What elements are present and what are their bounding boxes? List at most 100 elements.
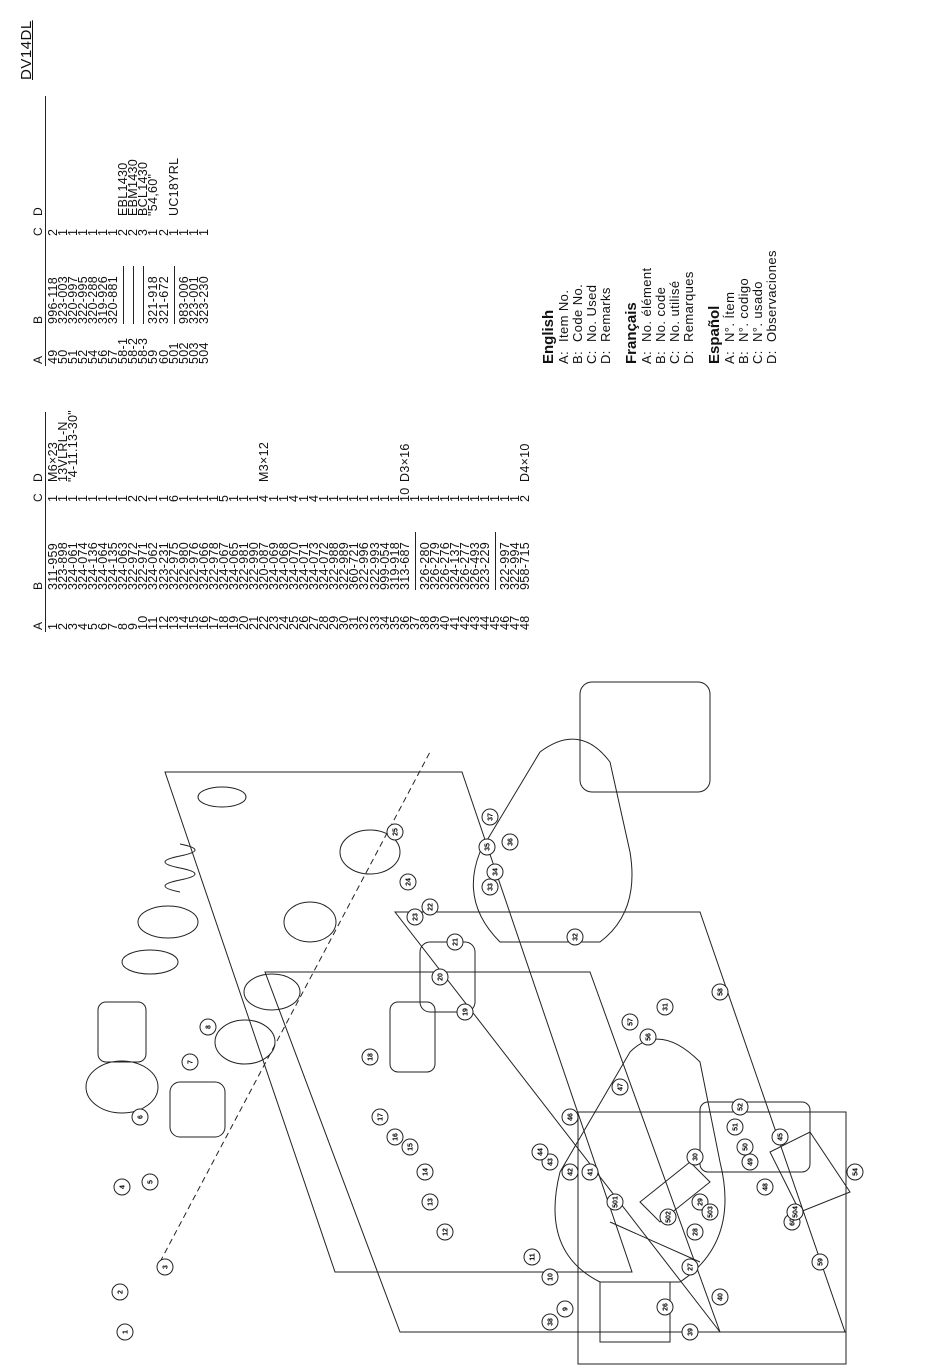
planet-carrier	[214, 1019, 276, 1065]
callout-label: 25	[393, 828, 400, 836]
motor-group-outline	[393, 911, 846, 1333]
callout-circle	[811, 1253, 829, 1271]
cell-code-no: 958-715	[518, 542, 533, 590]
callout-circle	[639, 1028, 657, 1046]
legend-espanol: Español A:N°. Ítem B:N°. codigo C:N°. us…	[706, 250, 779, 364]
cell-item-no: 504	[196, 342, 211, 364]
callout-circle	[556, 1300, 574, 1318]
chuck-group-outline	[164, 771, 633, 1273]
callout-label: 50	[743, 1143, 750, 1151]
callout-38: 38	[541, 1313, 559, 1331]
cell-remarks: UC18YRL	[166, 157, 181, 216]
accessory-bit	[609, 1221, 701, 1263]
legend-language: Français	[623, 302, 640, 364]
no-code-dash	[143, 266, 145, 324]
gear-group-outline	[264, 971, 721, 1333]
callout-label: 28	[693, 1228, 700, 1236]
callout-label: 22	[428, 903, 435, 911]
callout-label: 35	[485, 843, 492, 851]
callout-circle	[421, 898, 439, 916]
callout-label: 15	[408, 1143, 415, 1151]
callout-25: 25	[386, 823, 404, 841]
callout-label: 56	[646, 1033, 653, 1041]
callout-circle	[478, 838, 496, 856]
callout-51: 51	[726, 1118, 744, 1136]
callout-20: 20	[431, 968, 449, 986]
header-a: A	[31, 355, 45, 364]
output-gear	[339, 829, 401, 875]
callout-6: 6	[131, 1108, 149, 1126]
callout-circle	[111, 1283, 129, 1301]
callout-label: 30	[693, 1153, 700, 1161]
callout-circle	[361, 1048, 379, 1066]
callout-23: 23	[406, 908, 424, 926]
callout-12: 12	[436, 1223, 454, 1241]
callout-circle	[456, 1003, 474, 1021]
callout-label: 7	[188, 1060, 195, 1064]
legend-text: No. élément	[639, 267, 654, 343]
callout-11: 11	[523, 1248, 541, 1266]
legend-key: A:	[722, 350, 737, 364]
callout-circle	[621, 1013, 639, 1031]
callout-label: 6	[138, 1115, 145, 1119]
callout-circle	[401, 1138, 419, 1156]
callout-circle	[406, 908, 424, 926]
callout-circle	[541, 1313, 559, 1331]
callout-21: 21	[446, 933, 464, 951]
callout-label: 13	[428, 1198, 435, 1206]
callout-label: 19	[463, 1008, 470, 1016]
callout-4: 4	[113, 1178, 131, 1196]
callout-502: 502	[659, 1208, 677, 1226]
legend-item: A:N°. Ítem	[722, 250, 737, 364]
callout-circle	[416, 1163, 434, 1181]
callout-45: 45	[771, 1128, 789, 1146]
callout-circle	[156, 1258, 174, 1276]
callout-circle	[786, 1203, 804, 1221]
gear-set	[283, 901, 337, 943]
callout-circle	[199, 1018, 217, 1036]
callout-label: 29	[698, 1198, 705, 1206]
callout-circle	[371, 1108, 389, 1126]
housing-right	[472, 738, 633, 943]
callout-44: 44	[531, 1143, 549, 1161]
callout-label: 58	[718, 988, 725, 996]
callout-circle	[581, 1163, 599, 1181]
legend-key: D:	[764, 350, 779, 364]
exploded-view-diagram: 1234567891011121314151617181920212223242…	[85, 681, 864, 1365]
callout-56: 56	[639, 1028, 657, 1046]
header-b: B	[31, 315, 45, 324]
callout-10: 10	[541, 1268, 559, 1286]
legend-text: No. code	[653, 286, 668, 342]
callout-28: 28	[686, 1223, 704, 1241]
legend-item: C:N°. usado	[750, 250, 765, 364]
callout-circle	[481, 878, 499, 896]
callout-13: 13	[421, 1193, 439, 1211]
callout-label: 3	[163, 1265, 170, 1269]
callout-24: 24	[399, 873, 417, 891]
header-b: B	[31, 581, 45, 590]
callout-circle	[711, 1288, 729, 1306]
assembly-axis	[159, 751, 431, 1263]
callout-label: 27	[688, 1263, 695, 1271]
callout-label: 502	[666, 1211, 673, 1223]
callout-label: 18	[368, 1053, 375, 1061]
legend-item: C:No. utilisé	[667, 250, 682, 364]
legend-text: Remarques	[681, 271, 696, 342]
callout-circle	[659, 1208, 677, 1226]
motor-armature	[389, 1001, 436, 1073]
legend-item: B:No. code	[653, 250, 668, 364]
callout-label: 52	[738, 1103, 745, 1111]
legend-text: Remarks	[598, 287, 613, 342]
callout-5: 5	[141, 1173, 159, 1191]
legend-item: A:Item No.	[556, 250, 571, 364]
callout-circle	[561, 1108, 579, 1126]
cell-remarks: M3×12	[256, 441, 271, 482]
accessory-box	[577, 1111, 847, 1365]
legend-item: C:No. Used	[584, 250, 599, 364]
callout-circle	[431, 968, 449, 986]
callout-label: 60	[790, 1218, 797, 1226]
callout-46: 46	[561, 1108, 579, 1126]
callout-label: 12	[443, 1228, 450, 1236]
callout-9: 9	[556, 1300, 574, 1318]
accessory-case	[699, 1101, 811, 1173]
